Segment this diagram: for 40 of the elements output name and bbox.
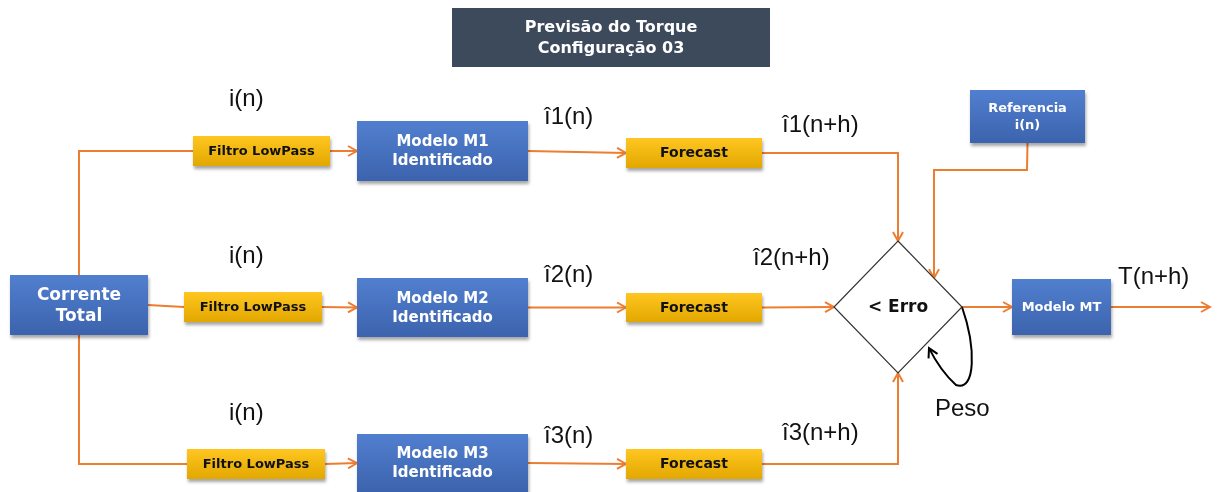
connector-line — [78, 150, 194, 276]
process-box: Corrente Total — [10, 275, 148, 335]
process-box: Modelo M3 Identificado — [357, 434, 528, 492]
arrow — [961, 301, 1013, 313]
signal-label: i(n) — [228, 243, 265, 267]
arrow — [527, 457, 627, 470]
connector-line — [78, 334, 188, 465]
edge-label: î1(n) — [543, 104, 595, 128]
connector-line — [147, 304, 185, 308]
arrow — [761, 301, 835, 314]
filter-box: Forecast — [626, 293, 762, 322]
arrow — [761, 372, 904, 465]
arrow — [928, 142, 1029, 280]
filter-box: Filtro LowPass — [193, 136, 330, 166]
arrow — [527, 301, 627, 314]
filter-box: Forecast — [626, 449, 762, 479]
edge-label: î2(n) — [543, 262, 595, 286]
process-box: Referencia i(n) — [970, 90, 1085, 143]
edge-label: î2(n+h) — [752, 245, 831, 269]
edge-label: î1(n+h) — [781, 112, 860, 136]
arrow — [329, 145, 358, 157]
process-box: Modelo M1 Identificado — [357, 121, 528, 181]
signal-label: i(n) — [228, 400, 265, 424]
filter-box: Forecast — [626, 138, 762, 168]
decision-diamond: < Erro — [834, 241, 962, 373]
filter-box: Filtro LowPass — [187, 449, 325, 479]
signal-label: i(n) — [228, 86, 265, 110]
arrow — [1110, 301, 1211, 313]
edge-label: î3(n) — [543, 423, 595, 447]
edge-label: T(n+h) — [1117, 264, 1191, 288]
arrow — [527, 146, 627, 159]
edge-label: î3(n+h) — [781, 420, 860, 444]
process-box: Modelo MT — [1012, 279, 1111, 335]
process-box: Modelo M2 Identificado — [357, 278, 528, 337]
filter-box: Filtro LowPass — [184, 292, 322, 322]
arrow — [324, 457, 358, 470]
loop-arrow — [927, 306, 973, 387]
arrow — [761, 152, 904, 242]
arrow — [321, 301, 358, 314]
title-banner: Previsão do Torque Configuração 03 — [452, 8, 770, 67]
